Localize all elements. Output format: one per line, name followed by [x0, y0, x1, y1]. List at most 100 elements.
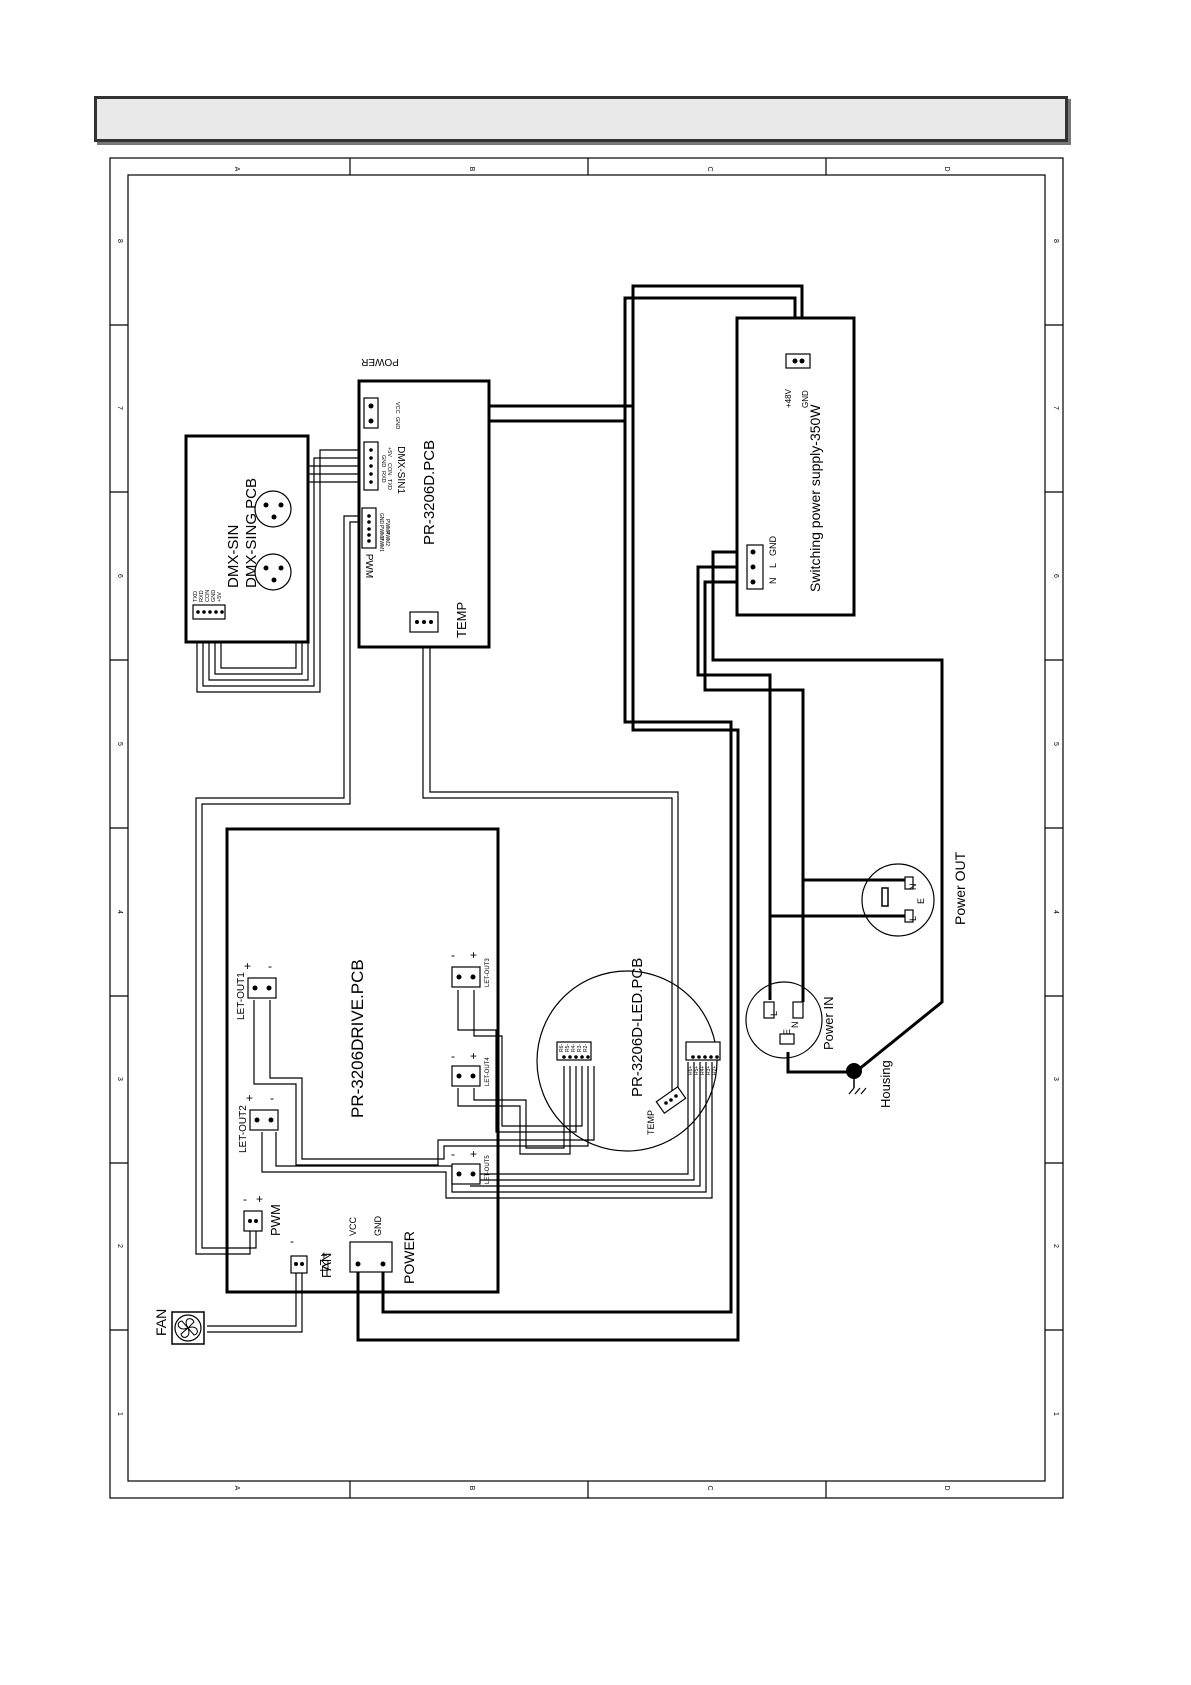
let-out4-minus: - — [451, 1049, 455, 1063]
drive-power-label: POWER — [401, 1231, 417, 1284]
drive-fan-label: FAN — [319, 1253, 334, 1278]
let-out2-connector — [249, 1109, 279, 1131]
let-out4-label: LET-OUT4 — [485, 1057, 491, 1086]
drive-power-vcc: VCC — [348, 1216, 358, 1236]
dmx-sin-pin-gnd: GND — [211, 590, 217, 602]
let-out3-label: LET-OUT3 — [485, 958, 491, 987]
pr3206d-power-pin-vcc: VCC — [394, 402, 400, 414]
let-out1-plus: + — [244, 959, 251, 973]
led-pin-a3: R4- — [571, 1044, 577, 1052]
pr3206d-pwm-pin-gnd: GND — [378, 513, 384, 525]
frame-row-2-left: 2 — [116, 1244, 123, 1248]
drive-pwm-connector — [243, 1210, 263, 1232]
pr3206d-pwm-pin-pwm2: PWM2 — [384, 531, 390, 546]
drive-power-gnd: GND — [373, 1216, 383, 1237]
frame-col-b-top: B — [468, 167, 475, 172]
frame-row-3-right: 3 — [1052, 1077, 1059, 1081]
let-out3-plus: + — [470, 948, 477, 962]
led-board: PR-3206D-LED.PCB R6- R5- R4- R3- R2- R6+… — [536, 958, 721, 1152]
drive-fan-connector — [290, 1255, 308, 1274]
frame-row-2-right: 2 — [1052, 1244, 1059, 1248]
power-supply-board: Switching power supply-350W +48V GND N L… — [735, 316, 856, 617]
dmx-sin-title: DMX-SIN — [225, 525, 242, 588]
led-pin-a1: R6- — [559, 1044, 565, 1052]
led-temp-label: TEMP — [646, 1110, 656, 1135]
let-out5-minus: - — [451, 1147, 455, 1161]
led-pin-a5: R2- — [583, 1044, 589, 1052]
frame-col-a-bottom: A — [233, 1486, 240, 1491]
psu-title: Switching power supply-350W — [807, 404, 823, 592]
psu-pin-l: L — [768, 563, 778, 568]
power-out-pin-e: E — [916, 898, 926, 904]
let-out5-label: LET-OUT5 — [485, 1155, 491, 1184]
led-pin-b3: R4+ — [700, 1066, 706, 1075]
let-out4-plus: + — [470, 1049, 477, 1063]
drive-power-connector — [349, 1241, 393, 1273]
let-out1-connector — [247, 977, 277, 999]
power-in-pin-l: L — [769, 1011, 779, 1016]
wires — [195, 284, 944, 1342]
power-out-socket: L E N Power OUT — [861, 851, 968, 937]
led-pin-b2: R5+ — [694, 1066, 700, 1075]
psu-pin-48v: +48V — [784, 388, 793, 408]
let-out1-minus: - — [268, 959, 272, 973]
let-out5-plus: + — [470, 1147, 477, 1161]
ground-icon — [846, 1063, 862, 1079]
pr3206d-dmx-pin-rxd: RXD — [380, 471, 386, 483]
header-bar — [94, 96, 1068, 142]
frame-col-d-top: D — [943, 166, 950, 171]
pr3206d-pwm-pin-pwm1: PWM1 — [378, 537, 384, 552]
led-pin-a4: R3- — [577, 1044, 583, 1052]
frame-row-6-left: 6 — [116, 574, 123, 578]
frame-row-4-left: 4 — [116, 910, 123, 914]
let-out3-minus: - — [451, 948, 455, 962]
pr3206d-pwm-pin-pwm4: PWM4 — [384, 519, 390, 534]
frame-row-3-left: 3 — [116, 1077, 123, 1081]
power-in-label: Power IN — [821, 997, 836, 1050]
dmx-sin-board: DMX-SIN DMX-SING.PCB TXD RXD CON GND +5V — [184, 434, 310, 644]
power-out-pin-l: L — [908, 916, 918, 921]
drive-fan-volt: +24 — [317, 1252, 331, 1273]
drive-fan-minus: - — [290, 1234, 294, 1248]
frame-row-6-right: 6 — [1052, 574, 1059, 578]
led-pin-b1: R6+ — [688, 1066, 694, 1075]
led-pin-b5: R2+ — [712, 1066, 718, 1075]
pr3206d-dmx-pin-5v: +5V — [386, 447, 392, 457]
drawing-frame: A B C D A B C D 8 7 6 5 4 3 2 1 8 7 6 5 … — [109, 157, 1064, 1499]
frame-row-5-right: 5 — [1052, 742, 1059, 746]
housing-label: Housing — [878, 1060, 893, 1108]
drive-pwm-label: PWM — [268, 1204, 283, 1236]
let-out2-plus: + — [246, 1091, 253, 1105]
fan-component: FAN — [153, 1309, 205, 1345]
power-in-pin-e: E — [782, 1029, 792, 1035]
pr3206d-power-pin-gnd: GND — [394, 417, 400, 429]
pr3206d-temp-label: TEMP — [454, 602, 469, 638]
pr3206d-dmx-pin-txd: TXD — [386, 479, 392, 490]
frame-col-c-bottom: C — [706, 1485, 713, 1490]
xlr-connector-2 — [254, 490, 292, 528]
dmx-sin-pin-con: CON — [205, 590, 211, 602]
frame-col-d-bottom: D — [943, 1485, 950, 1490]
fan-label: FAN — [153, 1309, 169, 1336]
let-out2-minus: - — [270, 1091, 274, 1105]
frame-row-1-left: 1 — [116, 1412, 123, 1416]
led-connector-b — [685, 1041, 721, 1061]
let-out2-label: LET-OUT2 — [238, 1105, 249, 1153]
xlr-connector-1 — [254, 553, 292, 591]
pr3206d-dmx-pin-gnd: GND — [380, 455, 386, 467]
frame-col-b-bottom: B — [468, 1486, 475, 1491]
led-board-title: PR-3206D-LED.PCB — [629, 958, 646, 1097]
power-in-socket: L E N Power IN — [745, 981, 836, 1059]
led-pin-b4: R3+ — [706, 1066, 712, 1075]
let-out3-connector — [451, 966, 481, 988]
pr3206d-power-label: POWER — [361, 356, 399, 367]
drive-pwm-minus: - — [243, 1192, 247, 1206]
power-out-pin-n: N — [908, 884, 918, 891]
pr3206d-title: PR-3206D.PCB — [421, 440, 438, 545]
pr3206d-dmx-label: DMX-SIN1 — [395, 446, 406, 494]
psu-output-connector — [785, 353, 811, 369]
pr3206d-pwm-pin-pwm3: PWM3 — [378, 525, 384, 540]
frame-row-8-left: 8 — [116, 239, 123, 243]
led-pin-a2: R5- — [565, 1044, 571, 1052]
